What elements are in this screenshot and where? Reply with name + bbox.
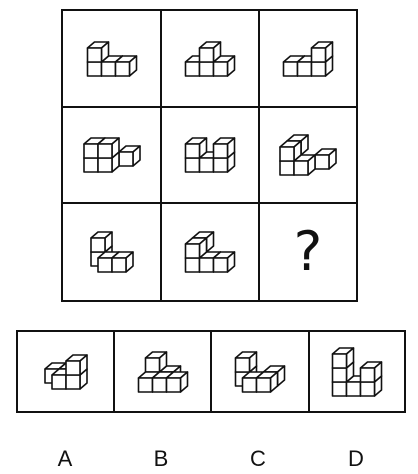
option-label-b: B bbox=[153, 446, 169, 471]
puzzle-grid: ? bbox=[61, 9, 358, 302]
cube-figure-r2c3 bbox=[279, 134, 337, 176]
grid-divider bbox=[160, 11, 162, 300]
grid-cell-r2c3 bbox=[260, 108, 356, 202]
cube-figure-option-c bbox=[234, 350, 286, 393]
cube bbox=[117, 145, 141, 167]
cube bbox=[165, 370, 188, 393]
option-divider bbox=[210, 332, 212, 411]
cube bbox=[184, 237, 208, 259]
cube bbox=[64, 353, 88, 376]
cube bbox=[198, 40, 222, 63]
cube-figure-r1c3 bbox=[282, 40, 334, 77]
cube-figure-option-d bbox=[331, 346, 383, 397]
cube bbox=[86, 40, 109, 63]
cube-figure-r2c2 bbox=[184, 137, 236, 173]
question-mark: ? bbox=[293, 220, 323, 283]
grid-divider bbox=[63, 106, 356, 108]
cube bbox=[212, 137, 236, 159]
grid-divider bbox=[258, 11, 260, 300]
grid-cell-r3c1 bbox=[63, 204, 160, 300]
cube bbox=[255, 370, 279, 393]
cube bbox=[184, 137, 208, 159]
grid-cell-r1c3 bbox=[260, 11, 356, 106]
cube bbox=[212, 251, 236, 273]
cube bbox=[96, 137, 120, 159]
option-c[interactable] bbox=[212, 332, 308, 411]
grid-cell-r1c2 bbox=[162, 11, 258, 106]
cube-figure-r3c1 bbox=[89, 231, 134, 273]
cube bbox=[89, 231, 113, 253]
cube-figure-r2c1 bbox=[82, 137, 141, 173]
option-a[interactable] bbox=[18, 332, 113, 411]
option-label-a: A bbox=[57, 446, 73, 471]
grid-cell-r2c2 bbox=[162, 108, 258, 202]
cube bbox=[114, 54, 137, 77]
grid-divider bbox=[63, 202, 356, 204]
grid-cell-r1c1 bbox=[63, 11, 160, 106]
cube-figure-option-a bbox=[43, 353, 88, 390]
cube bbox=[359, 360, 383, 383]
cube-figure-r3c2 bbox=[184, 231, 236, 273]
cube-figure-r1c2 bbox=[184, 40, 236, 77]
cube bbox=[310, 40, 334, 63]
grid-cell-r3c3: ? bbox=[260, 204, 356, 300]
option-label-d: D bbox=[348, 446, 364, 471]
option-divider bbox=[308, 332, 310, 411]
option-label-c: C bbox=[250, 446, 266, 471]
cube bbox=[314, 148, 337, 170]
cube bbox=[234, 350, 258, 373]
cube bbox=[110, 251, 134, 273]
cube-figure-r1c1 bbox=[86, 40, 137, 77]
option-d[interactable] bbox=[310, 332, 404, 411]
cube bbox=[331, 346, 355, 369]
grid-cell-r2c1 bbox=[63, 108, 160, 202]
options-row bbox=[16, 330, 406, 413]
grid-cell-r3c2 bbox=[162, 204, 258, 300]
cube bbox=[279, 140, 302, 162]
cube-figure-option-b bbox=[137, 350, 188, 393]
option-b[interactable] bbox=[115, 332, 210, 411]
cube bbox=[144, 350, 167, 373]
option-divider bbox=[113, 332, 115, 411]
